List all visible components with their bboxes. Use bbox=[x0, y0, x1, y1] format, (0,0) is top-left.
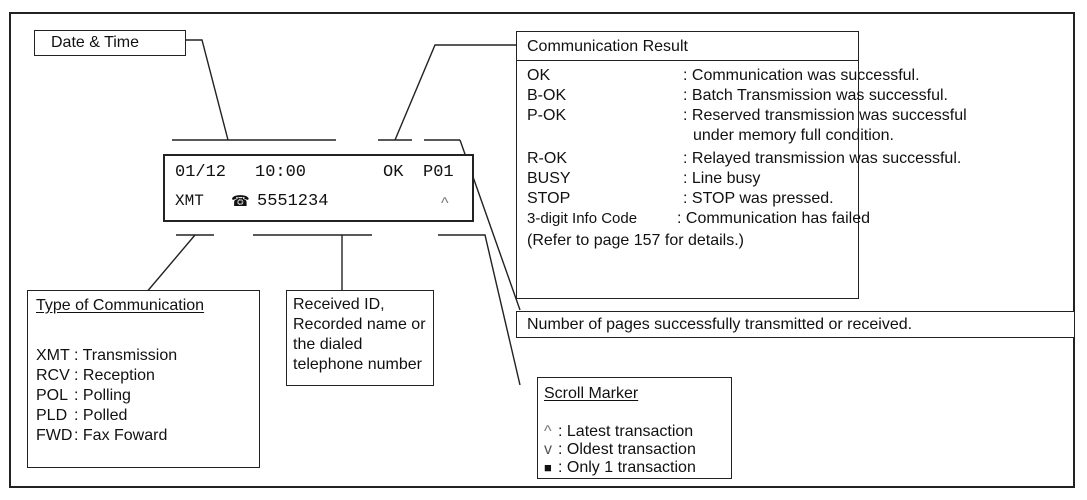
communication-result-title: Communication Result bbox=[527, 38, 688, 55]
type-row: PLD : Polled bbox=[36, 406, 127, 425]
type-row: POL : Polling bbox=[36, 386, 131, 405]
result-code: 3-digit Info Code bbox=[527, 210, 638, 227]
result-row: R-OK : Relayed transmission was successf… bbox=[527, 149, 961, 168]
result-desc: : Reserved transmission was successful bbox=[683, 107, 967, 124]
pages-label: Number of pages successfully transmitted… bbox=[527, 316, 913, 333]
result-row: P-OK : Reserved transmission was success… bbox=[527, 106, 967, 125]
scroll-marker-desc: : Only 1 transaction bbox=[558, 459, 696, 476]
scroll-marker-row: v : Oldest transaction bbox=[544, 440, 696, 459]
oldest-marker-icon: v bbox=[544, 441, 552, 458]
phone-icon: ☎ bbox=[231, 193, 250, 210]
type-code: XMT bbox=[36, 347, 70, 364]
scroll-marker-desc: : Latest transaction bbox=[558, 423, 694, 440]
result-row: B-OK : Batch Transmission was successful… bbox=[527, 86, 948, 105]
result-row: STOP : STOP was pressed. bbox=[527, 189, 834, 208]
result-row: OK : Communication was successful. bbox=[527, 66, 920, 85]
result-row: BUSY : Line busy bbox=[527, 169, 760, 188]
type-row: XMT : Transmission bbox=[36, 346, 177, 365]
type-of-communication-box: Type of Communication XMT : Transmission… bbox=[27, 290, 260, 468]
type-code: POL bbox=[36, 387, 69, 404]
result-desc: : Communication has failed bbox=[677, 210, 870, 227]
type-desc: : Transmission bbox=[74, 347, 178, 364]
scroll-marker-row: ^ : Latest transaction bbox=[544, 422, 693, 441]
type-code: FWD bbox=[36, 427, 73, 444]
result-code: OK bbox=[527, 67, 551, 84]
type-code: RCV bbox=[36, 367, 70, 384]
display-type: XMT bbox=[175, 192, 204, 210]
scroll-marker-box: Scroll Marker ^ : Latest transaction v :… bbox=[537, 377, 732, 479]
type-row: FWD : Fax Foward bbox=[36, 426, 167, 445]
lcd-display: 01/12 10:00 OK P01 XMT ☎ 5551234 ^ bbox=[163, 154, 474, 222]
type-desc: : Fax Foward bbox=[74, 427, 168, 444]
display-time: 10:00 bbox=[255, 163, 307, 182]
received-id-line: Recorded name or bbox=[293, 316, 426, 333]
result-desc: : Batch Transmission was successful. bbox=[683, 87, 948, 104]
date-time-label: Date & Time bbox=[51, 34, 140, 51]
date-time-label-box: Date & Time bbox=[34, 30, 186, 56]
diagram-frame bbox=[9, 12, 1075, 488]
type-row: RCV : Reception bbox=[36, 366, 155, 385]
result-code bbox=[527, 126, 693, 145]
result-code: STOP bbox=[527, 190, 571, 207]
scroll-marker-row: ■ : Only 1 transaction bbox=[544, 458, 696, 477]
received-id-line: telephone number bbox=[293, 356, 422, 373]
display-date: 01/12 bbox=[175, 163, 227, 182]
result-desc: : Line busy bbox=[683, 170, 761, 187]
received-id-line: Received ID, bbox=[293, 296, 385, 313]
communication-result-divider bbox=[517, 60, 858, 61]
latest-marker-icon: ^ bbox=[544, 423, 552, 440]
result-code: BUSY bbox=[527, 170, 571, 187]
result-desc: : Relayed transmission was successful. bbox=[683, 150, 962, 167]
communication-result-box: Communication Result OK : Communication … bbox=[516, 31, 967, 299]
result-code: P-OK bbox=[527, 107, 567, 124]
result-desc: under memory full condition. bbox=[693, 127, 894, 144]
result-note: (Refer to page 157 for details.) bbox=[527, 232, 745, 249]
received-id-line: the dialed bbox=[293, 336, 363, 353]
scroll-marker-title: Scroll Marker bbox=[544, 385, 639, 402]
single-marker-icon: ■ bbox=[544, 460, 552, 475]
type-desc: : Polling bbox=[74, 387, 131, 404]
type-code: PLD bbox=[36, 407, 68, 424]
pages-label-box: Number of pages successfully transmitted… bbox=[516, 311, 1075, 338]
type-desc: : Reception bbox=[74, 367, 155, 384]
result-code: R-OK bbox=[527, 150, 567, 167]
result-code: B-OK bbox=[527, 87, 567, 104]
scroll-marker-desc: : Oldest transaction bbox=[558, 441, 696, 458]
display-scroll-marker: ^ bbox=[441, 195, 449, 212]
result-row: under memory full condition. bbox=[527, 126, 894, 145]
result-desc: : STOP was pressed. bbox=[683, 190, 834, 207]
display-number: 5551234 bbox=[257, 192, 329, 211]
result-row: 3-digit Info Code : Communication has fa… bbox=[527, 209, 870, 228]
display-page: P01 bbox=[423, 163, 454, 182]
display-result: OK bbox=[383, 163, 404, 182]
result-desc: : Communication was successful. bbox=[683, 67, 920, 84]
type-of-communication-title: Type of Communication bbox=[36, 297, 205, 314]
received-id-box: Received ID, Recorded name or the dialed… bbox=[286, 290, 434, 386]
type-desc: : Polled bbox=[74, 407, 128, 424]
